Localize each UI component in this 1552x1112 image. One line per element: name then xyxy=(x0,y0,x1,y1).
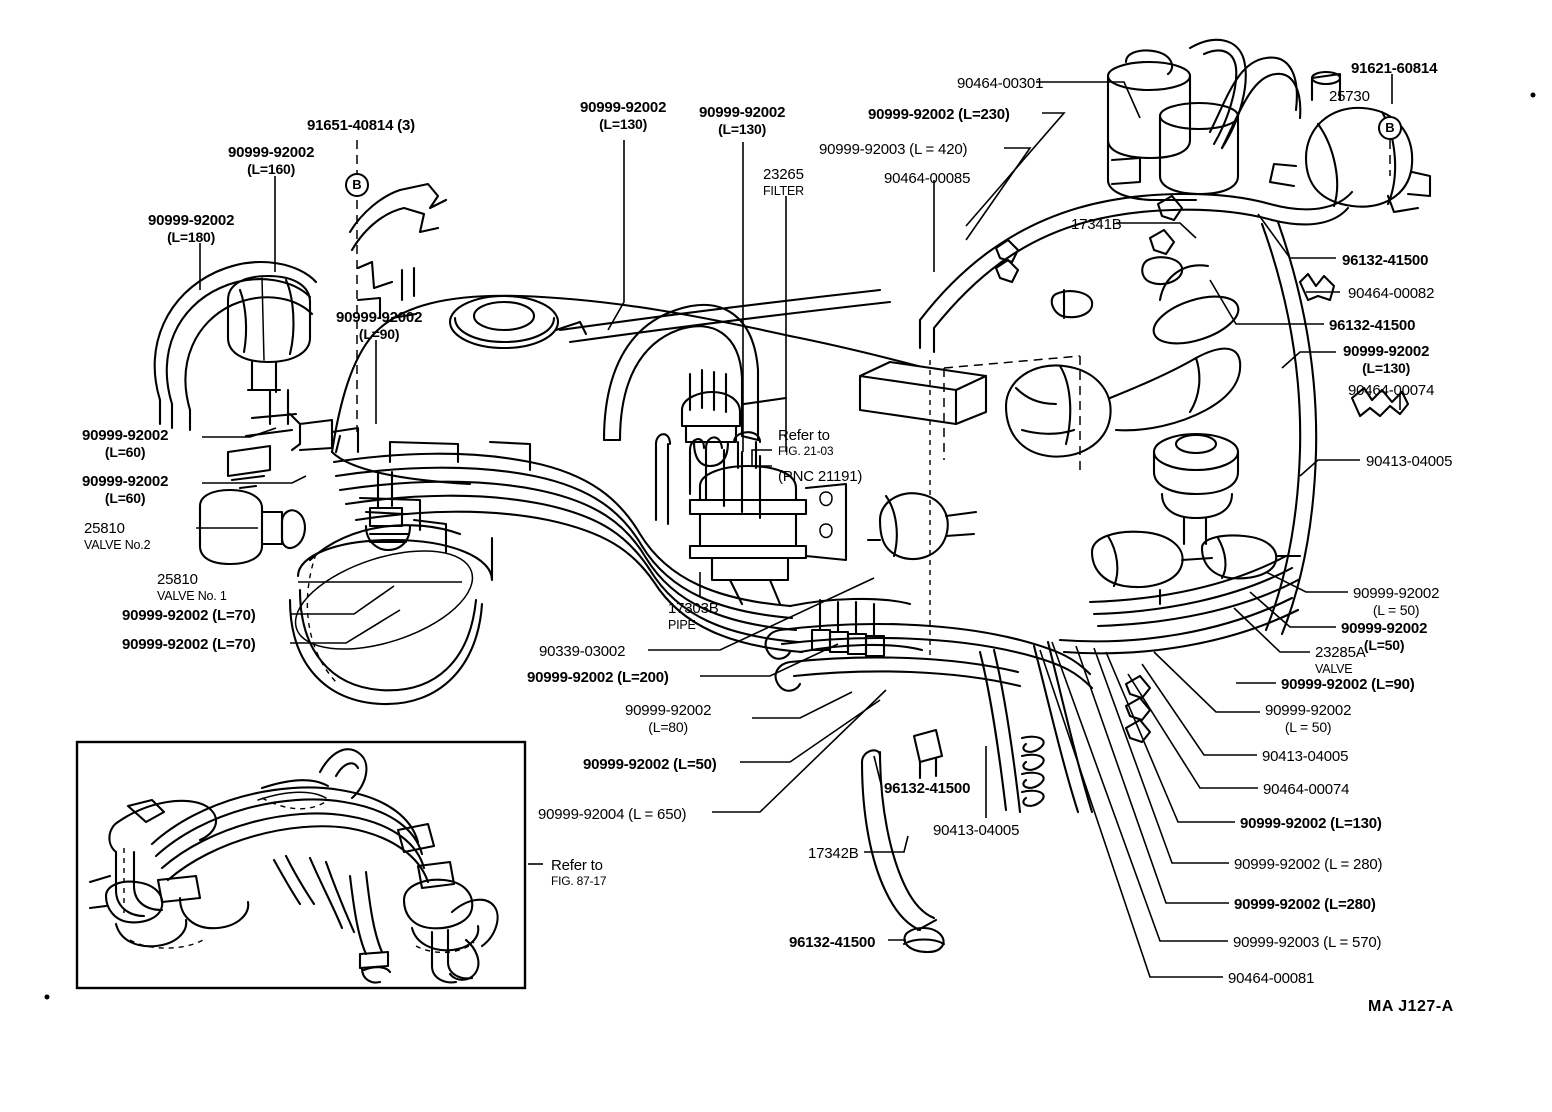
part-label-90413-04005-b: 90413-04005 xyxy=(933,822,1020,839)
part-label-90999-92004-650: 90999-92004 (L = 650) xyxy=(538,806,687,823)
part-label-90339-03002: 90339-03002 xyxy=(539,643,626,660)
vacuum-switch-center xyxy=(680,368,788,468)
part-label-90413-04005-c: 90413-04005 xyxy=(1262,748,1349,765)
part-label-90413-04005-a: 90413-04005 xyxy=(1366,453,1453,470)
leader-lines xyxy=(196,74,1401,978)
part-label-90999-92002-130c: 90999-92002(L=130) xyxy=(1343,343,1430,376)
valve-cover-left xyxy=(348,182,448,320)
part-label-90999-92002-80: 90999-92002(L=80) xyxy=(625,702,712,735)
part-label-90999-92002-130d: 90999-92002 (L=130) xyxy=(1240,815,1382,832)
part-label-90999-92002-50d: 90999-92002(L = 50) xyxy=(1265,702,1352,735)
part-label-90999-92002-50b: 90999-92002(L = 50) xyxy=(1353,585,1440,618)
marker-B-left-letter: B xyxy=(352,177,362,192)
small-clips xyxy=(994,194,1184,320)
part-label-90464-00074-a: 90464-00074 xyxy=(1348,382,1435,399)
part-label-17342B: 17342B xyxy=(808,845,859,862)
marker-B-left: B xyxy=(345,173,369,197)
part-label-90464-00074-b: 90464-00074 xyxy=(1263,781,1350,798)
part-label-pnc-21191: (PNC 21191) xyxy=(778,468,863,485)
marker-B-right-letter: B xyxy=(1385,120,1395,135)
part-label-90999-92002-230: 90999-92002 (L=230) xyxy=(868,106,1010,123)
part-label-90999-92002-70a: 90999-92002 (L=70) xyxy=(122,607,256,624)
inset-detail-box xyxy=(75,740,527,990)
part-label-90999-92002-130a: 90999-92002(L=130) xyxy=(580,99,667,132)
part-label-90999-92002-200: 90999-92002 (L=200) xyxy=(527,669,669,686)
part-label-90999-92002-130b: 90999-92002(L=130) xyxy=(699,104,786,137)
part-label-96132-41500-d: 96132-41500 xyxy=(789,934,876,951)
inset-artwork xyxy=(88,748,499,984)
marker-B-right: B xyxy=(1378,116,1402,140)
vsv-block-top xyxy=(1106,38,1302,202)
part-label-90999-92002-60b: 90999-92002(L=60) xyxy=(82,473,169,506)
left-hose-group xyxy=(153,261,318,432)
part-label-90999-92002-280a: 90999-92002 (L = 280) xyxy=(1234,856,1383,873)
part-label-90999-92002-160: 90999-92002(L=160) xyxy=(228,144,315,177)
part-label-90999-92002-60a: 90999-92002(L=60) xyxy=(82,427,169,460)
valve-25730 xyxy=(1268,70,1432,214)
part-label-96132-41500-c: 96132-41500 xyxy=(884,780,971,797)
part-label-90999-92002-90: 90999-92002(L=90) xyxy=(336,309,423,342)
part-label-91651-40814: 91651-40814 (3) xyxy=(307,117,415,134)
part-label-96132-41500-a: 96132-41500 xyxy=(1342,252,1429,269)
injector-rail xyxy=(788,360,978,660)
part-label-25730: 25730 xyxy=(1329,88,1370,105)
throttle-body-group xyxy=(858,264,1242,470)
part-label-90464-00081: 90464-00081 xyxy=(1228,970,1315,987)
part-label-90999-92002-50a: 90999-92002 (L=50) xyxy=(583,756,717,773)
part-label-90464-00082: 90464-00082 xyxy=(1348,285,1435,302)
part-label-91621-60814: 91621-60814 xyxy=(1351,60,1438,77)
part-label-90999-92003-420: 90999-92003 (L = 420) xyxy=(819,141,968,158)
part-label-90999-92002-180: 90999-92002(L=180) xyxy=(148,212,235,245)
egr-modulator-right xyxy=(912,272,1410,807)
part-label-90464-00301: 90464-00301 xyxy=(957,75,1044,92)
part-label-90464-00085: 90464-00085 xyxy=(884,170,971,187)
part-label-90999-92002-50c: 90999-92002(L=50) xyxy=(1341,620,1428,653)
part-label-90999-92002-70b: 90999-92002 (L=70) xyxy=(122,636,256,653)
right-hose-runs xyxy=(764,190,1354,814)
center-hose-arch xyxy=(602,303,760,442)
part-label-90999-92002-280b: 90999-92002 (L=280) xyxy=(1234,896,1376,913)
canister-left xyxy=(288,470,494,706)
pipe-17342B xyxy=(860,749,946,954)
valve-25810-group xyxy=(198,412,360,566)
drawing-code: MA J127-A xyxy=(1368,998,1454,1015)
part-label-17341B: 17341B xyxy=(1071,216,1122,233)
part-label-90999-92003-570: 90999-92003 (L = 570) xyxy=(1233,934,1382,951)
part-label-96132-41500-b: 96132-41500 xyxy=(1329,317,1416,334)
part-label-90999-92002-90b: 90999-92002 (L=90) xyxy=(1281,676,1415,693)
